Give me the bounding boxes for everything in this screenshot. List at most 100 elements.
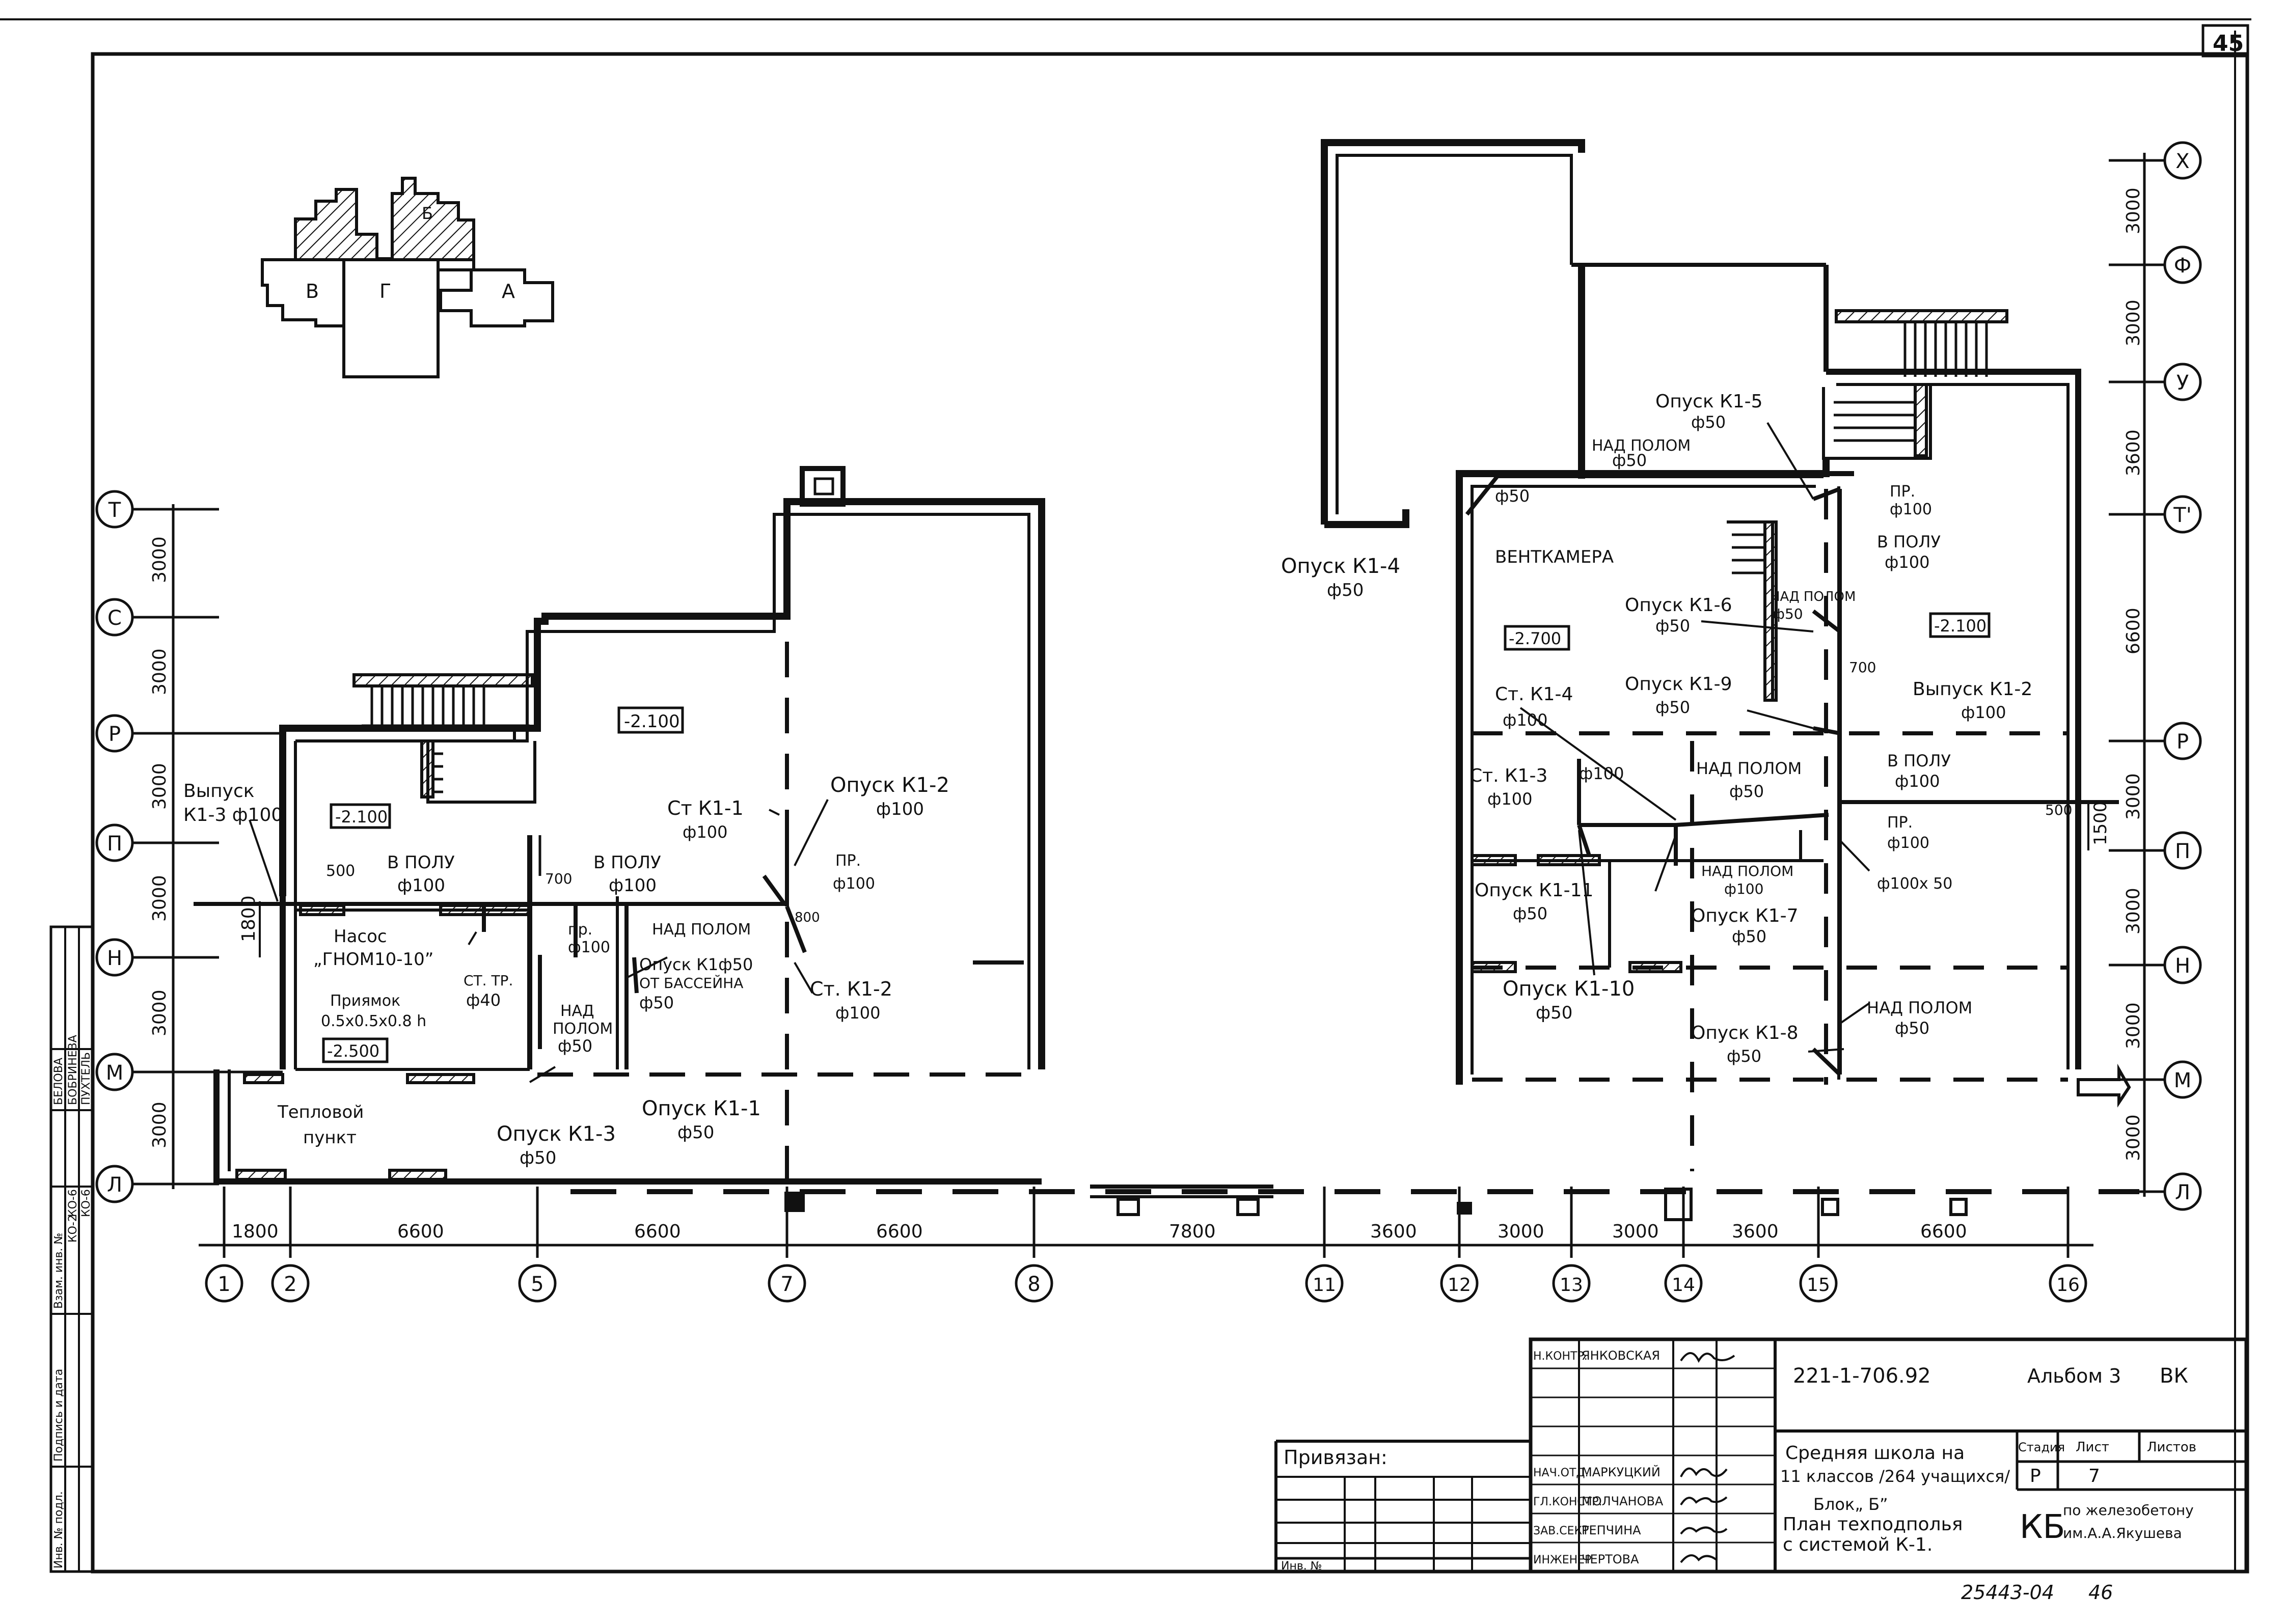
right-dim-7: 3000 [2123,1002,2144,1049]
label-vypusk-k13-a: Выпуск [183,781,255,802]
label-d500b: 500 [2045,802,2072,818]
stamp-ko-2: КО-2 [67,1215,79,1243]
axis-circle-T: Т [95,490,134,529]
label-d50-corner: ф50 [1495,486,1530,506]
svg-text:М: М [106,1061,124,1085]
label-d50-k110: ф50 [1536,1003,1572,1023]
axis-circle-L2: Л [2163,1172,2202,1211]
svg-text:Т: Т [108,499,121,522]
label-d50-np4: ф50 [1773,605,1803,622]
label-d50-1: ф50 [558,1036,592,1056]
left-dim-6: 3000 [149,1102,170,1148]
svg-text:Р: Р [108,723,121,746]
label-d100-vp4: ф100 [1895,772,1940,791]
label-st-k12: Ст. К1-2 [810,978,892,1000]
bottom-axes: 1 2 5 7 8 11 12 13 14 15 16 1800 6600 66… [199,1187,2093,1303]
axis-circle-P: П [95,823,134,862]
label-d100-stk14: ф100 [1503,710,1547,730]
bottom-dim-4: 6600 [876,1221,923,1242]
sheet-frame: 45 [0,18,2251,1574]
svg-text:14: 14 [1672,1275,1695,1296]
tb-sheet-title-1: Блок„ Б” [1813,1495,1888,1514]
label-ot-basseina: ОТ БАССЕЙНА [639,974,743,992]
tb-stage-h: Стадия [2018,1440,2065,1454]
col-axis-15: 15 [1799,1264,1838,1303]
label-teplovoy-b: пункт [303,1127,357,1148]
axis-circle-N: Н [95,938,134,977]
svg-text:С: С [107,607,122,630]
label-vypusk-k13-b: К1-3 ф100 [183,805,283,825]
left-stamp: Инв. № подл. Подпись и дата Взам. инв. №… [49,925,94,1573]
axis-circle-R: Р [95,714,134,753]
svg-text:-2.100: -2.100 [1934,616,1986,636]
tb-sheet-title-2: План техподполья [1783,1514,1963,1535]
label-v-polu-3: В ПОЛУ [1877,532,1941,552]
label-d100x50: ф100x 50 [1877,875,1952,893]
label-opusk-k111: Опуск К1-11 [1475,880,1593,901]
svg-text:2: 2 [284,1273,296,1296]
tb-privyazan: Привязан: [1284,1446,1387,1469]
col-axis-5: 5 [518,1264,557,1303]
label-d50-k111: ф50 [1513,904,1547,923]
left-dim-3: 3000 [149,763,170,810]
tb-role-0: Н.КОНТР. [1533,1350,1588,1363]
label-priyamok-b: 0.5x0.5x0.8 h [321,1012,426,1030]
label-opusk-k14: Опуск К1-4 [1281,555,1400,578]
tb-name-7: ЧЕРТОВА [1582,1552,1639,1566]
col-axis-11: 11 [1305,1264,1344,1303]
label-st-k11: Ст К1-1 [667,797,744,819]
bottom-dim-6: 3600 [1370,1221,1417,1242]
tb-list-h: Лист [2076,1440,2109,1455]
label-d50-np3: ф50 [1612,451,1647,470]
label-d50-np5: ф50 [1729,782,1764,801]
label-d50-k13: ф50 [520,1148,556,1168]
svg-text:-2.100: -2.100 [335,807,388,827]
annotations: Выпуск К1-3 ф100 500 В ПОЛУ ф100 700 В П… [183,391,2072,1168]
label-pr-1: пр. [568,921,592,939]
stamp-ko-6b: КО-6 [80,1189,93,1217]
label-nasos-a: Насос [334,926,387,947]
label-d100-stk12: ф100 [835,1003,880,1023]
axis-circle-M2: М [2163,1060,2202,1099]
label-st-tr: СТ. ТР. [464,972,513,989]
bottom-dim-10: 6600 [1920,1221,1967,1242]
label-v-polu-1: В ПОЛУ [387,852,455,873]
tb-listov-h: Листов [2147,1440,2196,1455]
right-dim-2: 3000 [2123,299,2144,346]
label-d100-stk11: ф100 [683,822,727,842]
svg-text:Ф: Ф [2174,254,2191,278]
right-dim-small: 1500 [2090,801,2111,845]
axis-circle-R2: Р [2163,722,2202,760]
label-d100-2: ф100 [609,875,657,896]
label-d800: 800 [795,910,820,925]
tb-stage: Р [2030,1466,2041,1487]
leaders [249,422,1870,1083]
stamp-ko-6a: КО-6 [67,1189,79,1217]
left-dim-small: 1800 [238,895,259,942]
svg-text:13: 13 [1560,1275,1583,1296]
col-axis-1: 1 [205,1264,243,1303]
label-d50-k16: ф50 [1655,616,1690,636]
label-st-k13: Ст. К1-3 [1469,765,1547,786]
svg-text:Т': Т' [2173,504,2191,527]
label-d50-np7: ф50 [1895,1019,1929,1038]
label-d100-np6: ф100 [1724,880,1763,897]
label-d50-bas: ф50 [639,993,674,1012]
label-d50-k17: ф50 [1732,927,1766,946]
label-vypusk-k12: Выпуск К1-2 [1913,679,2032,700]
left-dim-2: 3000 [149,648,170,695]
label-nad-polom-5: НАД ПОЛОМ [1696,759,1802,778]
label-d50-k11: ф50 [677,1122,714,1143]
label-nad-polom-2: НАД ПОЛОМ [652,921,751,939]
key-block-g: Г [379,280,391,302]
svg-text:12: 12 [1448,1275,1471,1296]
stamp-vzam: Взам. инв. № [52,1233,65,1309]
svg-text:П: П [107,832,122,856]
label-d50-k15: ф50 [1691,412,1726,432]
key-plan: В Г Б А [261,177,554,378]
right-dim-4: 6600 [2123,608,2144,654]
key-block-b: Б [422,204,433,223]
col-axis-7: 7 [768,1264,806,1303]
svg-text:П: П [2175,840,2190,863]
tb-name-6: РЕПЧИНА [1582,1523,1641,1537]
